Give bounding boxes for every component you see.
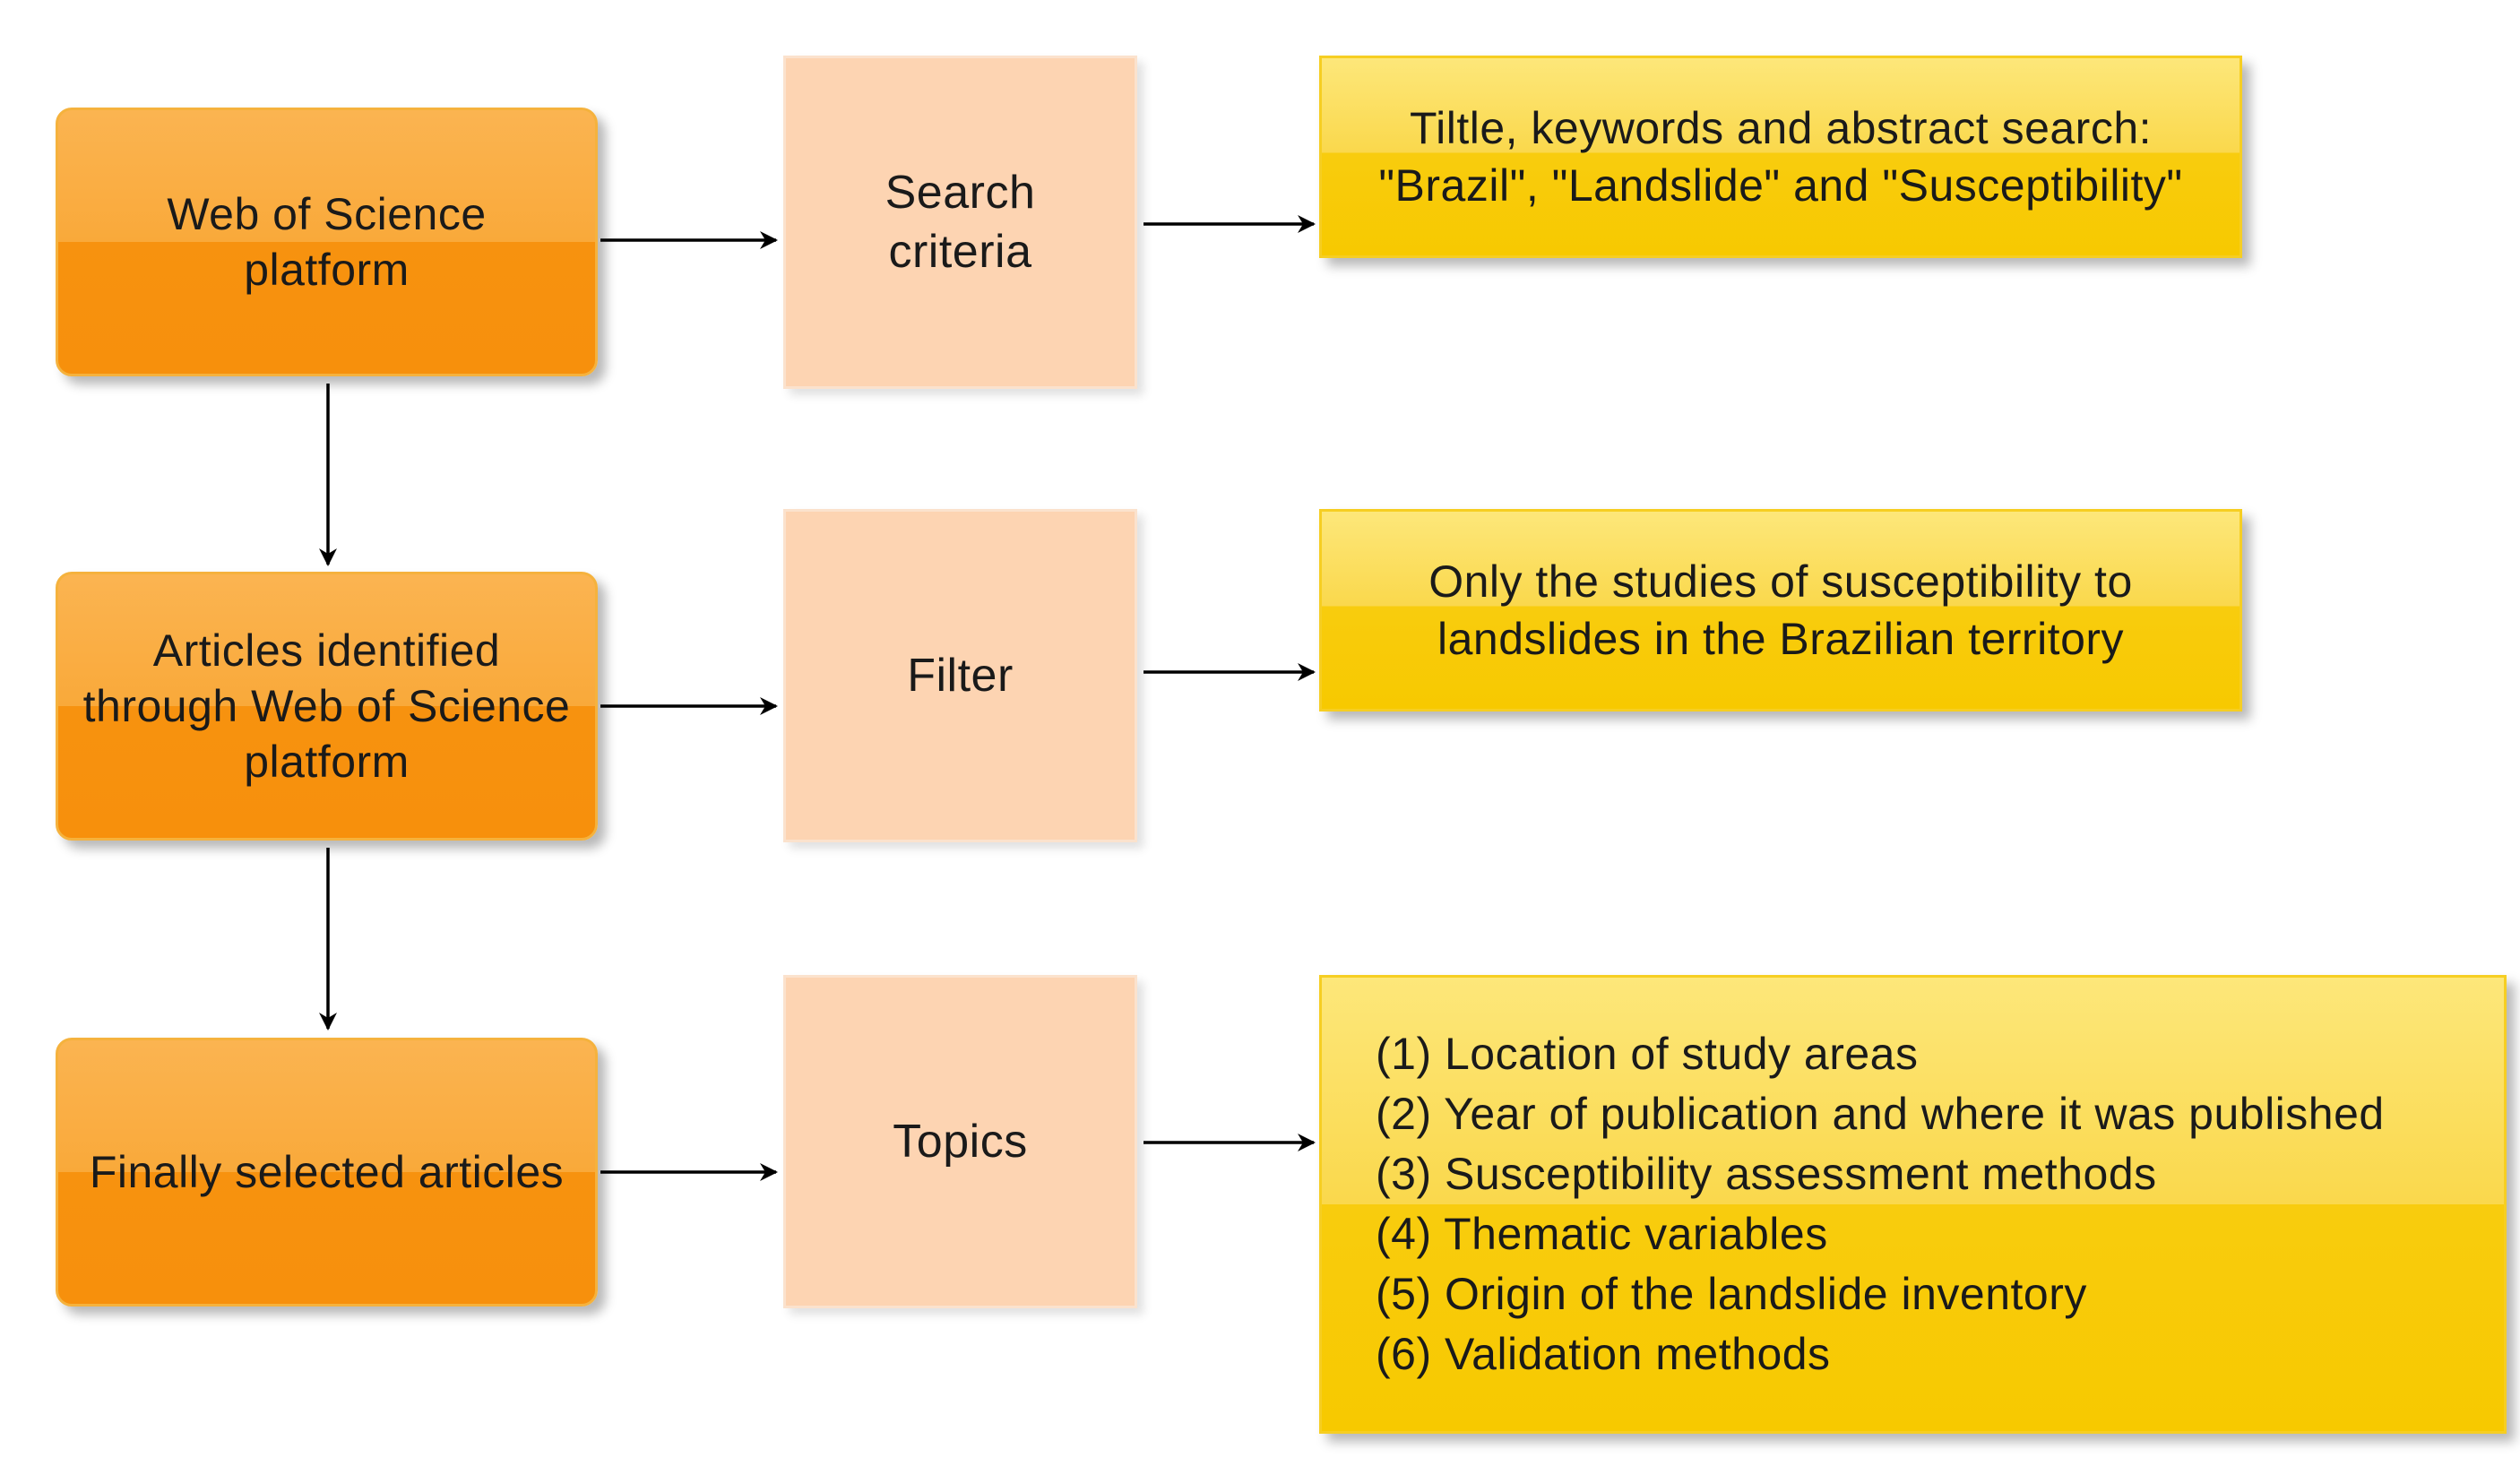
- search-detail-line1: Tiltle, keywords and abstract search:: [1409, 103, 2153, 153]
- box-topics-line1: Topics: [893, 1116, 1028, 1168]
- box-filter: Filter: [783, 509, 1137, 842]
- topic-item: (6) Validation methods: [1376, 1329, 1831, 1379]
- box-articles-identified: Articles identified through Web of Scien…: [56, 572, 598, 841]
- box-articles-identified-line2: through Web of Science: [82, 681, 571, 731]
- box-web-of-science-line2: platform: [244, 245, 410, 295]
- topic-item: (5) Origin of the landslide inventory: [1376, 1269, 2087, 1319]
- box-web-of-science-line1: Web of Science: [167, 189, 487, 239]
- topic-item: (2) Year of publication and where it was…: [1376, 1089, 2385, 1139]
- filter-detail-line1: Only the studies of susceptibility to: [1428, 556, 2133, 607]
- box-topics-detail: (1) Location of study areas (2) Year of …: [1319, 975, 2507, 1434]
- box-search-criteria: Search criteria: [783, 56, 1137, 389]
- topics-list: (1) Location of study areas (2) Year of …: [1376, 1024, 2385, 1384]
- box-finally-selected: Finally selected articles: [56, 1038, 598, 1306]
- search-detail-line2: "Brazil", "Landslide" and "Susceptibilit…: [1378, 160, 2183, 211]
- filter-detail-line2: landslides in the Brazilian territory: [1437, 614, 2125, 664]
- box-search-criteria-line2: criteria: [888, 226, 1032, 278]
- topic-item: (4) Thematic variables: [1376, 1209, 1828, 1259]
- box-finally-selected-line1: Finally selected articles: [89, 1147, 565, 1197]
- topic-item: (3) Susceptibility assessment methods: [1376, 1149, 2157, 1199]
- box-filter-detail: Only the studies of susceptibility to la…: [1319, 509, 2242, 711]
- box-web-of-science: Web of Science platform: [56, 108, 598, 376]
- box-search-detail: Tiltle, keywords and abstract search: "B…: [1319, 56, 2242, 258]
- box-articles-identified-line3: platform: [244, 737, 410, 787]
- topic-item: (1) Location of study areas: [1376, 1029, 1919, 1079]
- box-topics: Topics: [783, 975, 1137, 1308]
- box-articles-identified-line1: Articles identified: [152, 625, 501, 676]
- box-filter-line1: Filter: [907, 650, 1014, 702]
- box-search-criteria-line1: Search: [885, 167, 1036, 219]
